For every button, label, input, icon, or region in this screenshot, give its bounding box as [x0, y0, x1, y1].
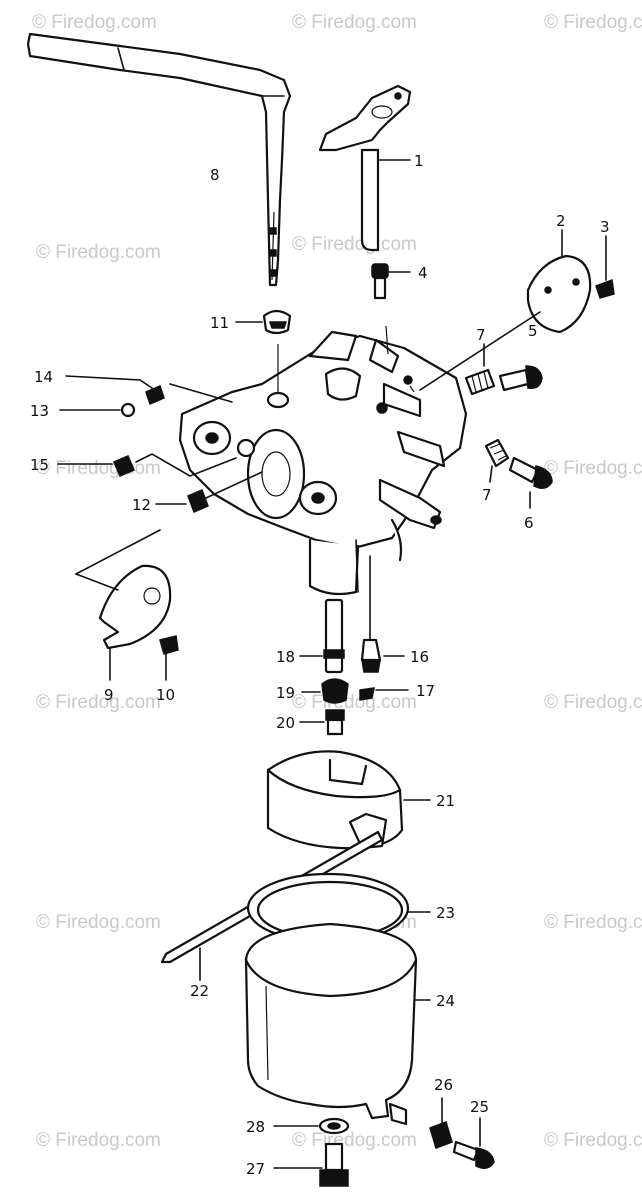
callout-14: 14 [34, 368, 53, 386]
watermark: © Firedog.com [292, 1130, 417, 1151]
watermark: © Firedog.com [36, 912, 161, 933]
watermark: © Firedog.com [544, 12, 642, 33]
watermark: © Firedog.com [292, 12, 417, 33]
callout-3: 3 [600, 218, 610, 236]
callout-5: 5 [528, 322, 538, 340]
watermark: © Firedog.com [36, 242, 161, 263]
callout-26: 26 [434, 1076, 453, 1094]
part-2-throttle-plate [526, 229, 592, 334]
part-14-screw [65, 375, 233, 406]
part-5-mixture-screw [419, 311, 543, 392]
watermark: © Firedog.com [292, 692, 417, 713]
part-7-spring-lower [484, 438, 510, 483]
watermark: © Firedog.com [544, 692, 642, 713]
part-6-idle-screw [508, 456, 553, 509]
callout-16: 16 [410, 648, 429, 666]
callout-18: 18 [276, 648, 295, 666]
callout-25: 25 [470, 1098, 489, 1116]
watermark: © Firedog.com [36, 1130, 161, 1151]
watermark: © Firedog.com [544, 912, 642, 933]
callout-11: 11 [210, 314, 229, 332]
part-21-float [266, 750, 431, 850]
part-10-screw [159, 635, 179, 681]
callout-8: 8 [210, 166, 220, 184]
part-18-nozzle [299, 598, 345, 674]
callout-22: 22 [190, 982, 209, 1000]
callout-6: 6 [524, 514, 534, 532]
watermark: © Firedog.com [36, 692, 161, 713]
callout-20: 20 [276, 714, 295, 732]
part-16-jet [360, 555, 405, 673]
callout-labels: 1 2 3 4 5 6 7 7 8 9 10 11 12 13 14 15 16… [30, 152, 610, 1178]
callout-4: 4 [418, 264, 428, 282]
callout-7-upper: 7 [476, 326, 486, 344]
part-26-spring [429, 1097, 453, 1149]
callout-10: 10 [156, 686, 175, 704]
callout-15: 15 [30, 456, 49, 474]
callout-27: 27 [246, 1160, 265, 1178]
part-8-lever-rod [26, 32, 292, 287]
callout-17: 17 [416, 682, 435, 700]
watermark: © Firedog.com [292, 234, 417, 255]
callout-13: 13 [30, 402, 49, 420]
part-7-spring-upper [464, 343, 496, 396]
callout-21: 21 [436, 792, 455, 810]
watermark: © Firedog.com [36, 458, 161, 479]
part-19-spring [301, 678, 349, 704]
part-3-screw [595, 235, 615, 299]
callout-1: 1 [414, 152, 424, 170]
callout-7-lower: 7 [482, 486, 492, 504]
part-24-float-bowl [244, 922, 431, 1126]
part-11-fitting [235, 309, 292, 335]
part-13-o-ring [59, 402, 136, 418]
callout-28: 28 [246, 1118, 265, 1136]
callout-19: 19 [276, 684, 295, 702]
part-1-throttle-lever [318, 84, 412, 252]
part-25-screw [452, 1117, 495, 1169]
part-15-screw [57, 453, 237, 477]
callout-9: 9 [104, 686, 114, 704]
part-4-screw [371, 263, 411, 300]
part-20-screw [299, 709, 345, 736]
callout-24: 24 [436, 992, 455, 1010]
callout-2: 2 [556, 212, 566, 230]
part-9-choke-plate [75, 529, 172, 681]
callout-12: 12 [132, 496, 151, 514]
watermark: © Firedog.com [544, 1130, 642, 1151]
part-28-washer [273, 1117, 350, 1135]
part-27-bolt [273, 1142, 349, 1187]
callout-23: 23 [436, 904, 455, 922]
watermark: © Firedog.com [32, 12, 157, 33]
carburetor-body [178, 325, 468, 596]
part-12-bushing [155, 471, 263, 513]
watermark: © Firedog.com [544, 458, 642, 479]
part-17-gasket [359, 687, 409, 701]
